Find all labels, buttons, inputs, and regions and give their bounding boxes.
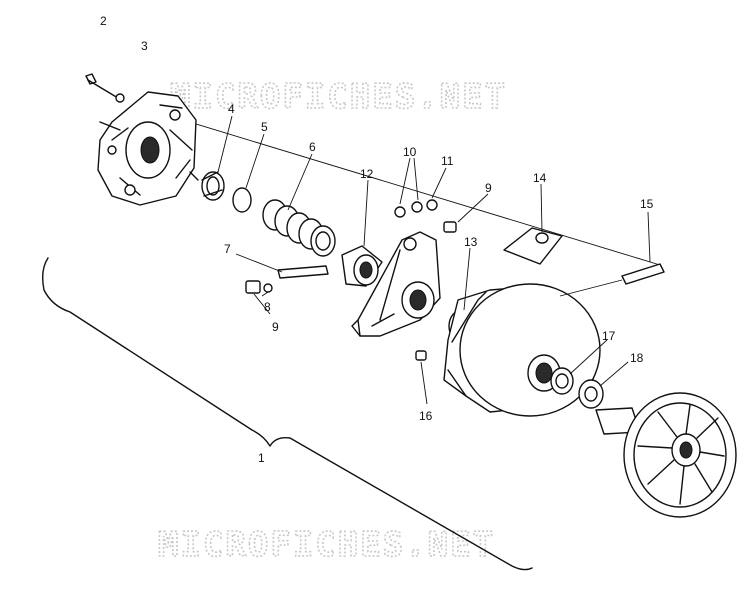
roller-bushing <box>341 245 383 287</box>
callout-13: 13 <box>464 235 478 249</box>
callout-2: 2 <box>100 14 107 28</box>
pin <box>277 265 329 279</box>
sheave-bushing <box>550 367 574 395</box>
fixed-sheave-washer <box>578 379 604 409</box>
snap-ring <box>232 187 252 213</box>
spring <box>262 199 336 257</box>
watermark-bottom: MICROFICHES.NET <box>158 525 495 565</box>
callout-10: 10 <box>403 145 417 159</box>
callout-6: 6 <box>309 140 316 154</box>
fixed-sheave <box>595 392 737 518</box>
assembly-bracket <box>41 257 533 571</box>
nut-left <box>245 280 261 294</box>
spider-cover-assembly <box>97 91 199 206</box>
callout-8: 8 <box>264 300 271 314</box>
callout-15: 15 <box>640 197 654 211</box>
retaining-clip <box>503 227 563 265</box>
callout-4: 4 <box>228 102 235 116</box>
leader-lines <box>217 115 651 405</box>
small-nut <box>415 350 427 361</box>
callout-17: 17 <box>602 329 616 343</box>
callout-14: 14 <box>533 171 547 185</box>
movable-sheave <box>443 283 601 417</box>
weight-nuts <box>394 199 438 218</box>
bushing-ring <box>201 171 225 201</box>
shaft-axis-line <box>149 109 661 266</box>
callout-18: 18 <box>630 351 644 365</box>
watermark-top: MICROFICHES.NET <box>170 77 507 117</box>
nut-right <box>443 221 457 233</box>
cover-bolt <box>85 73 125 103</box>
callout-7: 7 <box>224 242 231 256</box>
cam-arm <box>351 231 441 337</box>
callout-5: 5 <box>261 120 268 134</box>
callout-1: 1 <box>258 451 265 465</box>
callout-11: 11 <box>441 154 454 168</box>
callout-3: 3 <box>141 39 148 53</box>
dowel-pin <box>559 263 665 297</box>
callout-9-right: 9 <box>485 181 492 195</box>
small-washer <box>263 283 273 293</box>
callout-9-left: 9 <box>272 320 279 334</box>
callout-12: 12 <box>360 167 374 181</box>
callout-16: 16 <box>419 409 433 423</box>
